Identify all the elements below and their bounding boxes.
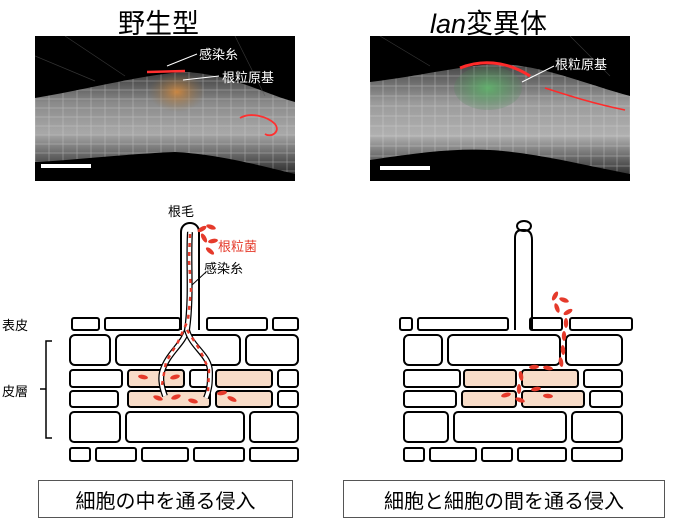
caption-mutant: 細胞と細胞の間を通る侵入 bbox=[343, 480, 665, 518]
mutant-gene-name: lan bbox=[430, 9, 467, 39]
photo-label-infection-thread: 感染糸 bbox=[199, 48, 239, 63]
label-epidermis: 表皮 bbox=[2, 319, 29, 334]
mutant-title: lan変異体 bbox=[430, 2, 547, 41]
rhizobia-left bbox=[138, 224, 237, 404]
label-root-hair: 根毛 bbox=[168, 205, 195, 220]
label-leader-infection-thread bbox=[191, 271, 207, 286]
mutant-suffix: 変異体 bbox=[466, 9, 548, 40]
wild-type-diagram bbox=[40, 222, 299, 462]
wild-type-micrograph: 感染糸 根粒原基 bbox=[35, 36, 295, 181]
photo-label-nodule-primordium: 根粒原基 bbox=[555, 58, 608, 73]
rhizobia-right bbox=[501, 291, 573, 403]
photo-label-nodule-primordium: 根粒原基 bbox=[222, 71, 275, 86]
label-rhizobia: 根粒菌 bbox=[218, 240, 258, 255]
mutant-micrograph: 根粒原基 bbox=[370, 36, 630, 181]
caption-wild-type: 細胞の中を通る侵入 bbox=[38, 480, 293, 518]
wild-type-title: 野生型 bbox=[118, 9, 199, 40]
mutant-diagram bbox=[399, 220, 633, 462]
label-cortex: 皮層 bbox=[2, 385, 29, 400]
label-infection-thread: 感染糸 bbox=[204, 262, 244, 277]
infection-thread-left bbox=[158, 231, 214, 400]
